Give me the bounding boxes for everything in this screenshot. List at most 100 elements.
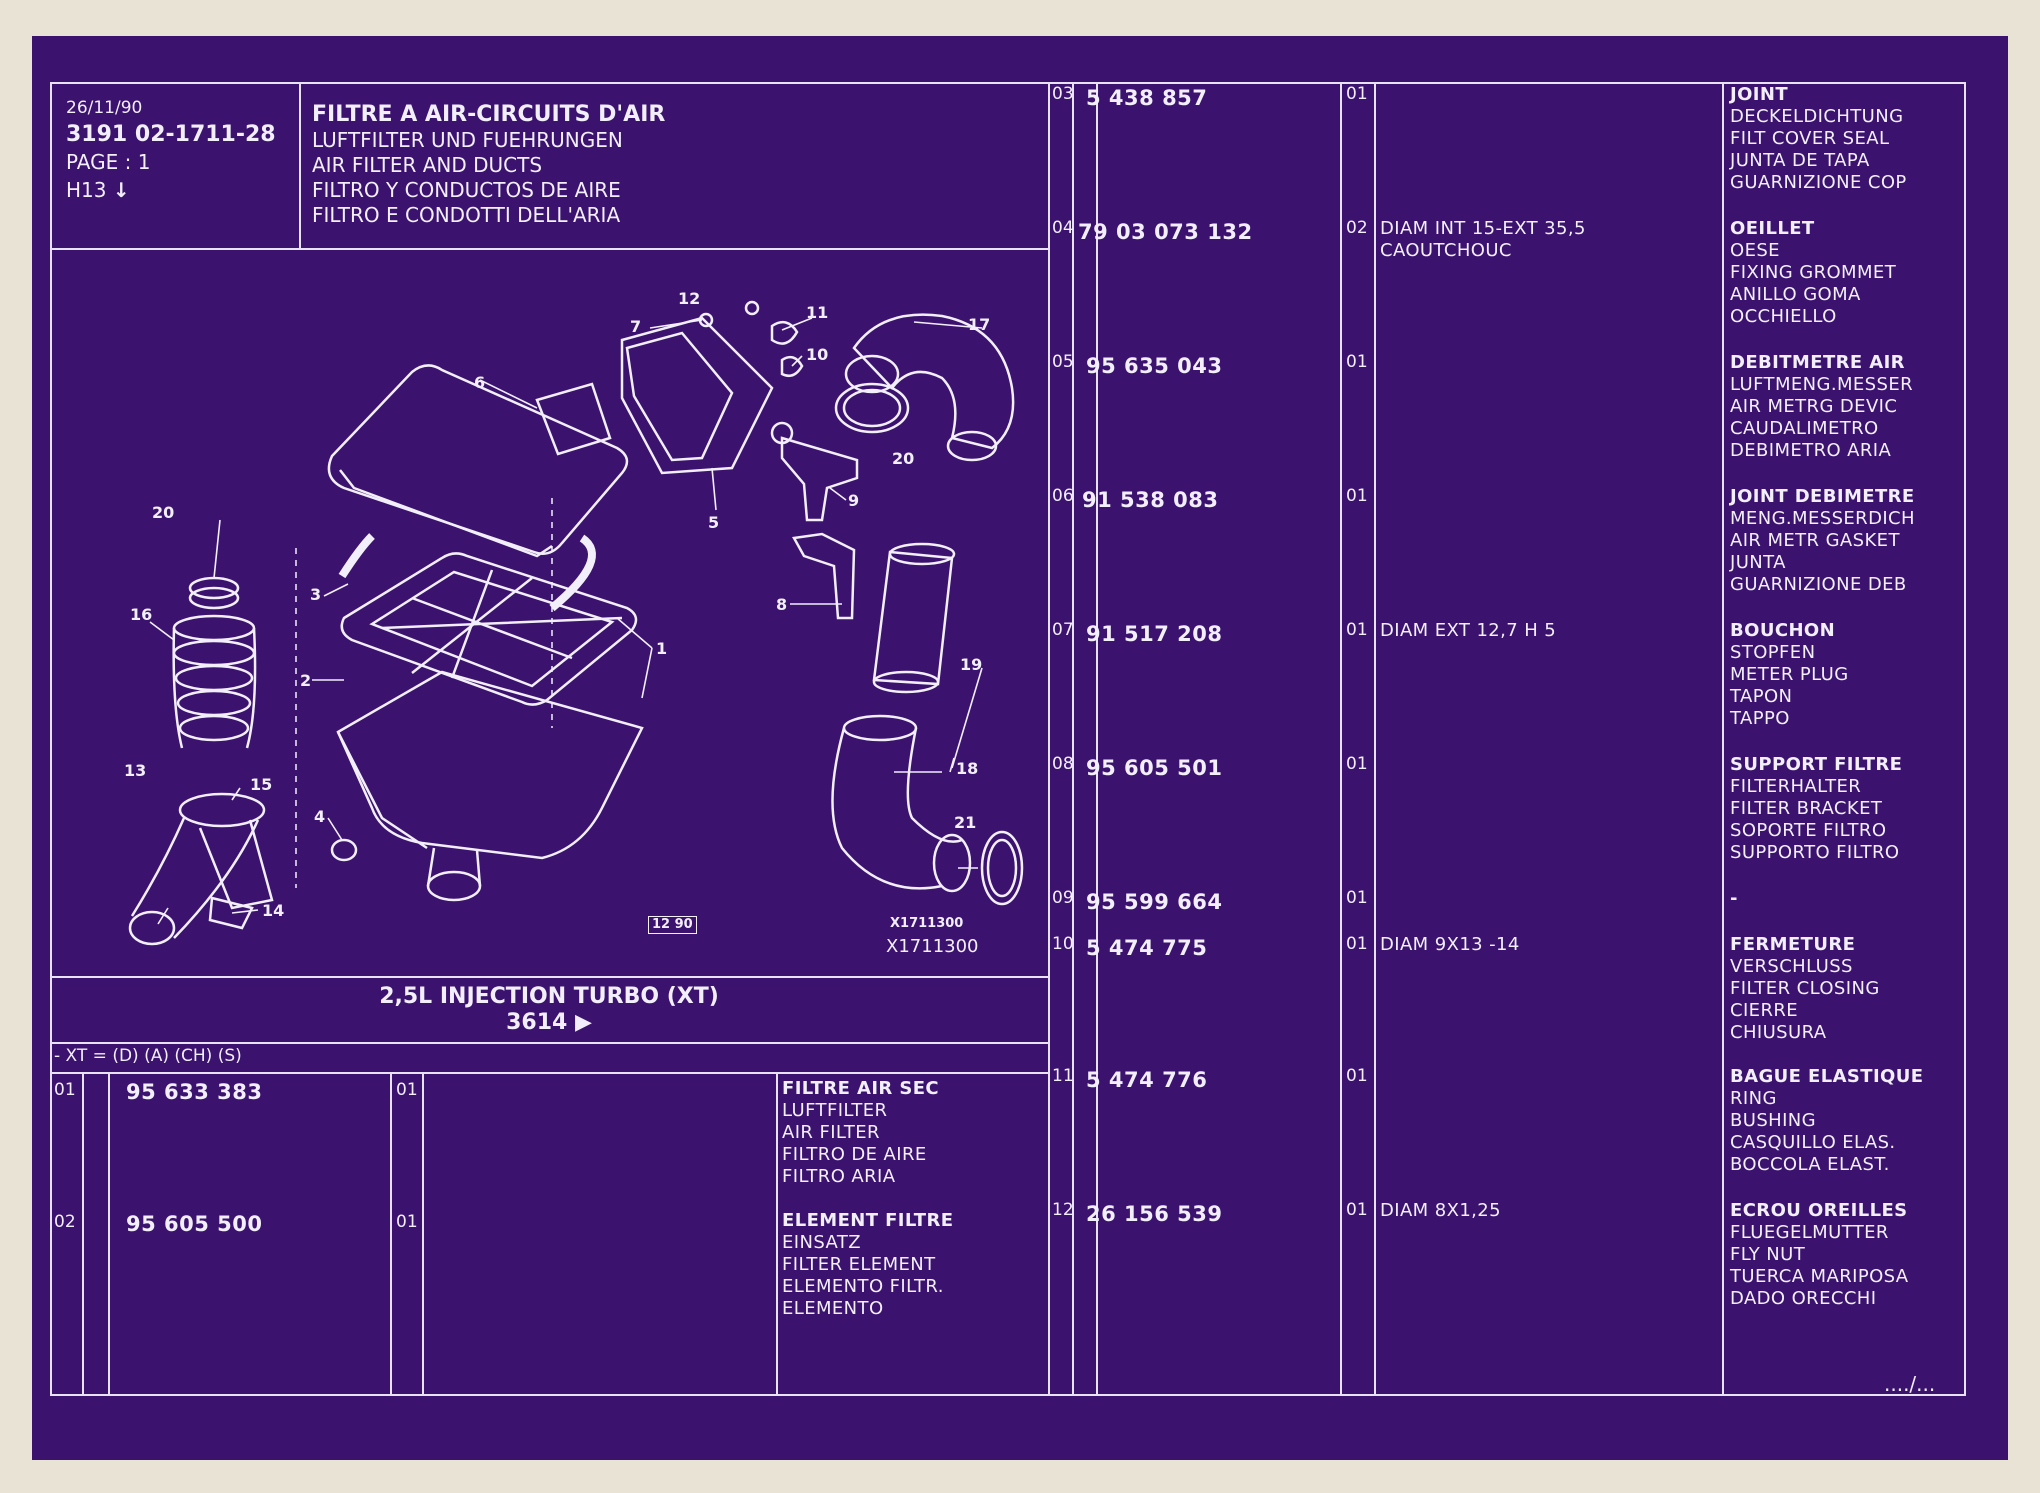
desc-en: FIXING GROMMET bbox=[1730, 262, 1897, 283]
desc-en: BUSHING bbox=[1730, 1110, 1817, 1131]
desc-fr: SUPPORT FILTRE bbox=[1730, 754, 1903, 775]
left-col-line bbox=[776, 1072, 778, 1396]
quantity: 01 bbox=[1346, 352, 1368, 372]
part-number: 95 633 383 bbox=[126, 1080, 263, 1104]
svg-text:3: 3 bbox=[310, 585, 321, 604]
part-number: 91 517 208 bbox=[1086, 622, 1223, 646]
svg-text:6: 6 bbox=[474, 373, 485, 392]
model-bottom-line bbox=[50, 1042, 1048, 1044]
part-spec: DIAM INT 15-EXT 35,5 CAOUTCHOUC bbox=[1380, 218, 1586, 261]
svg-text:21: 21 bbox=[954, 813, 976, 832]
item-ref: 12 bbox=[1052, 1200, 1074, 1220]
desc-fr: FILTRE AIR SEC bbox=[782, 1078, 940, 1099]
item-ref: 04 bbox=[1052, 218, 1074, 238]
desc-fr: DEBITMETRE AIR bbox=[1730, 352, 1905, 373]
desc-de: LUFTMENG.MESSER bbox=[1730, 374, 1914, 395]
air-filter-exploded-diagram-icon: 1 2 3 4 5 6 7 8 9 10 11 12 13 14 15 16 1… bbox=[124, 289, 1024, 946]
desc-de: LUFTFILTER bbox=[782, 1100, 888, 1121]
title-fr: FILTRE A AIR-CIRCUITS D'AIR bbox=[312, 102, 666, 127]
item-ref: 06 bbox=[1052, 486, 1074, 506]
quantity: 01 bbox=[1346, 1200, 1368, 1220]
desc-es: TAPON bbox=[1730, 686, 1793, 707]
desc-de: DECKELDICHTUNG bbox=[1730, 106, 1904, 127]
part-description: JOINT DECKELDICHTUNG FILT COVER SEAL JUN… bbox=[1730, 84, 1907, 194]
desc-de: STOPFEN bbox=[1730, 642, 1816, 663]
desc-es: CAUDALIMETRO bbox=[1730, 418, 1879, 439]
title-en: AIR FILTER AND DUCTS bbox=[312, 153, 543, 177]
quantity: 01 bbox=[1346, 754, 1368, 774]
title-de: LUFTFILTER UND FUEHRUNGEN bbox=[312, 128, 623, 152]
svg-text:15: 15 bbox=[250, 775, 272, 794]
svg-text:10: 10 bbox=[806, 345, 828, 364]
left-table-top-line bbox=[50, 1072, 1048, 1074]
svg-text:17: 17 bbox=[968, 315, 990, 334]
desc-es: JUNTA DE TAPA bbox=[1730, 150, 1870, 171]
part-number: 26 156 539 bbox=[1086, 1202, 1223, 1226]
desc-it: BOCCOLA ELAST. bbox=[1730, 1154, 1890, 1175]
part-number: 91 538 083 bbox=[1082, 488, 1219, 512]
part-description: ELEMENT FILTRE EINSATZ FILTER ELEMENT EL… bbox=[782, 1210, 953, 1320]
desc-en: FILTER BRACKET bbox=[1730, 798, 1883, 819]
desc-it: ELEMENTO bbox=[782, 1298, 884, 1319]
desc-it: DADO ORECCHI bbox=[1730, 1288, 1877, 1309]
desc-fr: BAGUE ELASTIQUE bbox=[1730, 1066, 1924, 1087]
svg-text:12: 12 bbox=[678, 289, 700, 308]
item-ref: 03 bbox=[1052, 84, 1074, 104]
svg-text:13: 13 bbox=[124, 761, 146, 780]
part-description: OEILLET OESE FIXING GROMMET ANILLO GOMA … bbox=[1730, 218, 1896, 328]
page-number: PAGE : 1 bbox=[66, 150, 151, 174]
part-number: 79 03 073 132 bbox=[1078, 220, 1253, 244]
drawing-code-small: X1711300 bbox=[890, 916, 964, 931]
quantity: 01 bbox=[396, 1080, 418, 1100]
parts-sheet: 26/11/90 3191 02-1711-28 PAGE : 1 H13 ↓ … bbox=[32, 36, 2008, 1460]
title-es: FILTRO Y CONDUCTOS DE AIRE bbox=[312, 178, 621, 202]
date-stamp: 12 90 bbox=[648, 916, 697, 934]
part-spec: DIAM 9X13 -14 bbox=[1380, 934, 1520, 955]
part-description: - bbox=[1730, 888, 1738, 910]
desc-it: TAPPO bbox=[1730, 708, 1790, 729]
svg-text:2: 2 bbox=[300, 671, 311, 690]
right-col-line bbox=[1340, 82, 1342, 1396]
desc-it: OCCHIELLO bbox=[1730, 306, 1837, 327]
desc-es: TUERCA MARIPOSA bbox=[1730, 1266, 1909, 1287]
part-description: SUPPORT FILTRE FILTERHALTER FILTER BRACK… bbox=[1730, 754, 1902, 864]
item-ref: 09 bbox=[1052, 888, 1074, 908]
left-col-line bbox=[108, 1072, 110, 1396]
sheet-frame bbox=[50, 82, 1966, 1396]
desc-en: FILTER CLOSING bbox=[1730, 978, 1880, 999]
svg-text:4: 4 bbox=[314, 807, 325, 826]
desc-en: FILTER ELEMENT bbox=[782, 1254, 936, 1275]
header-divider bbox=[299, 82, 301, 250]
part-number: 5 474 776 bbox=[1086, 1068, 1208, 1092]
exploded-diagram: 1 2 3 4 5 6 7 8 9 10 11 12 13 14 15 16 1… bbox=[82, 288, 1042, 978]
desc-fr: OEILLET bbox=[1730, 218, 1815, 239]
part-description: ECROU OREILLES FLUEGELMUTTER FLY NUT TUE… bbox=[1730, 1200, 1909, 1310]
part-description: FERMETURE VERSCHLUSS FILTER CLOSING CIER… bbox=[1730, 934, 1880, 1044]
svg-text:14: 14 bbox=[262, 901, 284, 920]
desc-fr: - bbox=[1730, 888, 1738, 909]
desc-fr: ECROU OREILLES bbox=[1730, 1200, 1908, 1221]
desc-es: CASQUILLO ELAS. bbox=[1730, 1132, 1896, 1153]
svg-text:7: 7 bbox=[630, 317, 641, 336]
desc-es: CIERRE bbox=[1730, 1000, 1799, 1021]
quantity: 01 bbox=[1346, 620, 1368, 640]
right-col-line bbox=[1072, 82, 1074, 1396]
desc-es: JUNTA bbox=[1730, 552, 1786, 573]
item-ref: 02 bbox=[54, 1212, 76, 1232]
part-number: 95 599 664 bbox=[1086, 890, 1223, 914]
desc-it: CHIUSURA bbox=[1730, 1022, 1827, 1043]
item-ref: 10 bbox=[1052, 934, 1074, 954]
desc-es: SOPORTE FILTRO bbox=[1730, 820, 1887, 841]
model-top-line bbox=[50, 976, 1048, 978]
desc-de: RING bbox=[1730, 1088, 1777, 1109]
desc-de: FILTERHALTER bbox=[1730, 776, 1862, 797]
left-col-line bbox=[82, 1072, 84, 1396]
model-ref: 3614 ▶ bbox=[506, 1010, 592, 1035]
svg-text:20: 20 bbox=[152, 503, 174, 522]
model-variants: - XT = (D) (A) (CH) (S) bbox=[54, 1046, 242, 1066]
desc-fr: ELEMENT FILTRE bbox=[782, 1210, 954, 1231]
desc-en: METER PLUG bbox=[1730, 664, 1849, 685]
svg-text:19: 19 bbox=[960, 655, 982, 674]
item-ref: 11 bbox=[1052, 1066, 1074, 1086]
right-col-line bbox=[1374, 82, 1376, 1396]
